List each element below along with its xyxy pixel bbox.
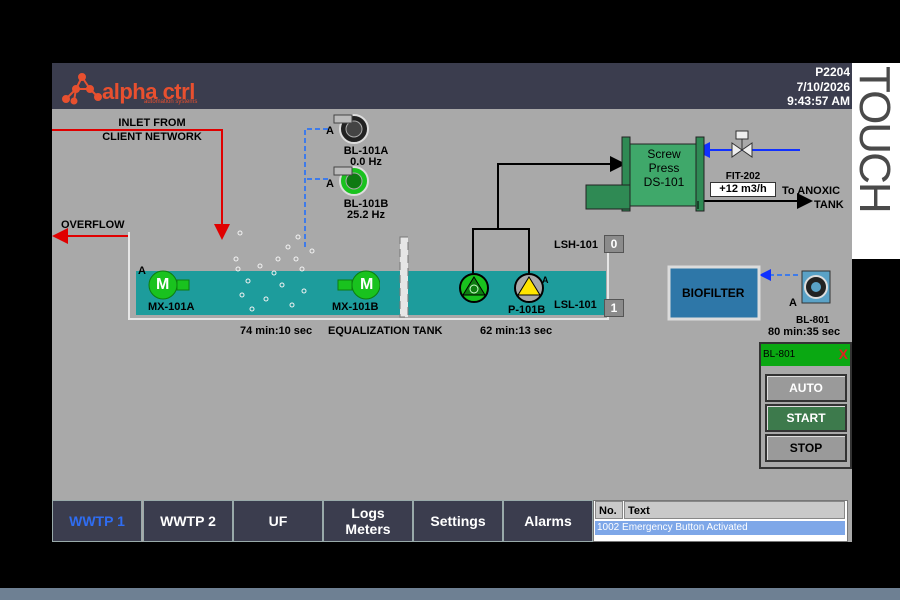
blower-a-frequency: 0.0 Hz — [350, 156, 382, 168]
nav-settings[interactable]: Settings — [413, 500, 503, 542]
pump-runtime: 62 min:13 sec — [480, 325, 553, 337]
bl801-mode: A — [789, 297, 797, 309]
bl801-runtime: 80 min:35 sec — [768, 326, 841, 338]
nav-logs-label: Logs — [351, 505, 385, 521]
blower-a-tag: BL-101A — [343, 145, 389, 157]
faceplate-header: BL-801 X — [761, 344, 850, 366]
nav-uf[interactable]: UF — [233, 500, 323, 542]
pump-discharge-pipe — [472, 228, 530, 289]
lsl-status: 1 — [604, 299, 624, 317]
logo-subtitle: automation systems — [144, 99, 198, 105]
alarm-table: No. Text 1002 Emergency Button Activated — [593, 500, 848, 542]
bl801-faceplate: BL-801 X AUTO START STOP — [759, 342, 852, 469]
flow-meter-value: +12 m3/h — [710, 182, 776, 197]
inlet-label-1: INLET FROM — [118, 117, 186, 129]
biofilter-label: BIOFILTER — [682, 286, 745, 300]
lsl-label: LSL-101 — [554, 299, 597, 311]
bl801-tag: BL-801 — [796, 315, 830, 326]
valve-icon — [731, 130, 753, 158]
pump-p-101a-icon[interactable] — [458, 272, 490, 304]
blower-b-frequency: 25.2 Hz — [347, 209, 385, 221]
blower-b-tag: BL-101B — [343, 198, 389, 210]
faceplate-close-button[interactable]: X — [838, 346, 848, 362]
equalization-tank-wall — [128, 232, 609, 320]
start-button[interactable]: START — [765, 404, 847, 432]
mixer-a-mode: A — [138, 265, 146, 277]
screw-press-feed-pipe — [497, 156, 626, 229]
tank-baffle — [399, 236, 409, 318]
alarm-col-text: Text — [624, 501, 845, 519]
blower-a-mode: A — [326, 125, 334, 137]
blower-bl-801-icon[interactable] — [798, 269, 834, 305]
nav-logs-meters[interactable]: Logs Meters — [323, 500, 413, 542]
hmi-screen: alpha ctrl automation systems P2204 7/10… — [52, 63, 852, 542]
screw-press-line2: Press — [648, 161, 680, 175]
aeration-bubbles — [233, 230, 315, 312]
auto-button[interactable]: AUTO — [765, 374, 847, 402]
pump-p-101b-icon[interactable] — [513, 272, 545, 304]
tank-label: EQUALIZATION TANK — [328, 325, 443, 337]
mixer-b-tag: MX-101B — [332, 301, 379, 313]
lsh-label: LSH-101 — [554, 239, 599, 251]
to-anoxic-tank-label: TANK — [814, 199, 844, 211]
nav-wwtp2[interactable]: WWTP 2 — [143, 500, 233, 542]
touch-label-strip — [852, 63, 900, 259]
blower-bl-101b-icon[interactable] — [332, 165, 376, 197]
flow-meter-tag: FIT-202 — [725, 171, 761, 182]
screw-press-body — [629, 143, 697, 207]
nav-wwtp1[interactable]: WWTP 1 — [52, 500, 142, 542]
mixer-b-letter: M — [360, 276, 374, 293]
stop-button[interactable]: STOP — [765, 434, 847, 462]
station-id: P2204 — [815, 65, 850, 79]
pump-b-mode: A — [542, 275, 549, 285]
pump-b-tag: P-101B — [508, 304, 546, 316]
blower-b-mode: A — [326, 178, 334, 190]
mixer-runtime: 74 min:10 sec — [240, 325, 313, 337]
alpha-ctrl-logo-icon — [62, 73, 102, 105]
nav-meters-label: Meters — [345, 521, 391, 537]
current-time: 9:43:57 AM — [787, 94, 850, 108]
alarm-row[interactable]: 1002 Emergency Button Activated — [595, 521, 845, 535]
alarm-number: 1002 — [597, 522, 620, 533]
alarm-text: Emergency Button Activated — [622, 522, 748, 533]
mixer-mx-101b-icon[interactable] — [336, 270, 380, 300]
screw-press-line1: Screw — [647, 147, 681, 161]
touch-label: TOUCH — [850, 66, 899, 212]
screw-press-tag: DS-101 — [643, 175, 685, 189]
nav-alarms[interactable]: Alarms — [503, 500, 593, 542]
inlet-pipe — [52, 129, 230, 240]
header-bar: alpha ctrl automation systems P2204 7/10… — [52, 63, 852, 109]
to-anoxic-label: To ANOXIC — [782, 185, 841, 197]
logo-text: alpha ctrl — [102, 79, 195, 104]
current-date: 7/10/2026 — [796, 80, 850, 94]
lsh-status: 0 — [604, 235, 624, 253]
inlet-label-2: CLIENT NETWORK — [102, 131, 202, 143]
alarm-col-no: No. — [595, 501, 623, 519]
mixer-a-letter: M — [156, 276, 170, 293]
blower-bl-101a-icon[interactable] — [332, 113, 376, 145]
mixer-a-tag: MX-101A — [148, 301, 195, 313]
air-line-blower-a — [304, 128, 328, 249]
mixer-mx-101a-icon[interactable] — [148, 270, 192, 300]
faceplate-title: BL-801 — [763, 349, 796, 360]
overflow-label: OVERFLOW — [61, 219, 125, 231]
